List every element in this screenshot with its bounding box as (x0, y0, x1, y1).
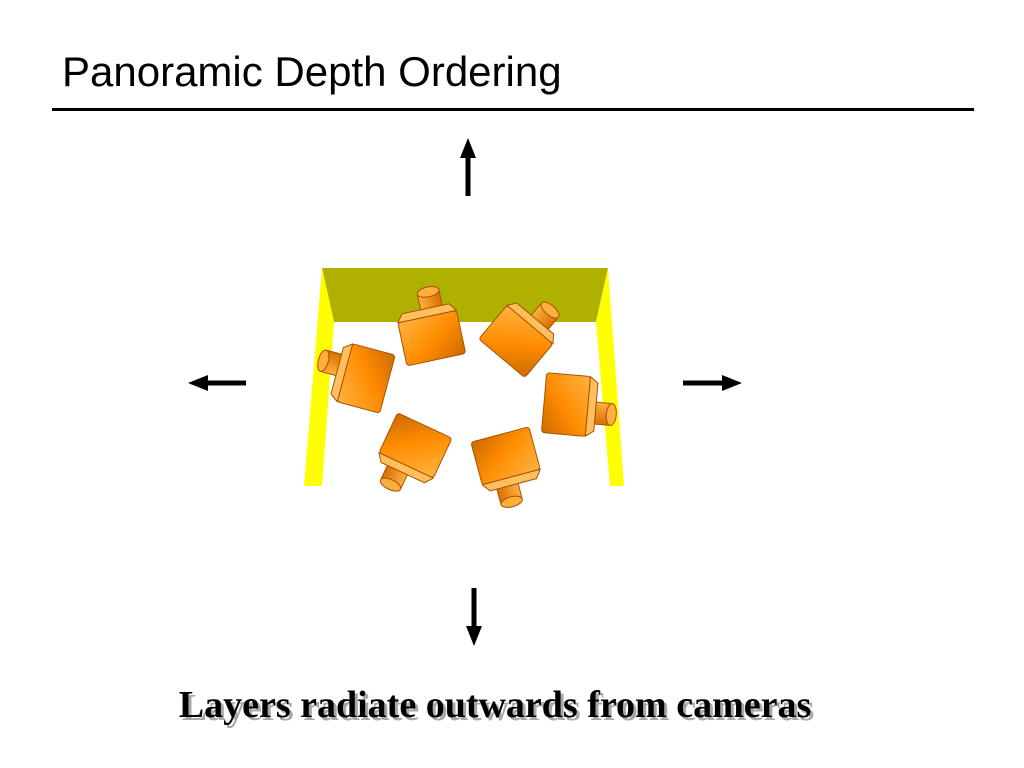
box-right-wall (596, 268, 624, 486)
title-divider (52, 108, 974, 111)
arrow-right-icon (683, 375, 742, 391)
slide-title: Panoramic Depth Ordering (62, 48, 562, 95)
slide-caption: Layers radiate outwards from cameras (178, 684, 812, 726)
box-back-wall (322, 268, 608, 322)
box-left-wall (304, 268, 334, 486)
arrow-left-icon (188, 375, 246, 391)
arrow-up-icon (460, 138, 476, 196)
arrow-down-icon (466, 588, 482, 646)
